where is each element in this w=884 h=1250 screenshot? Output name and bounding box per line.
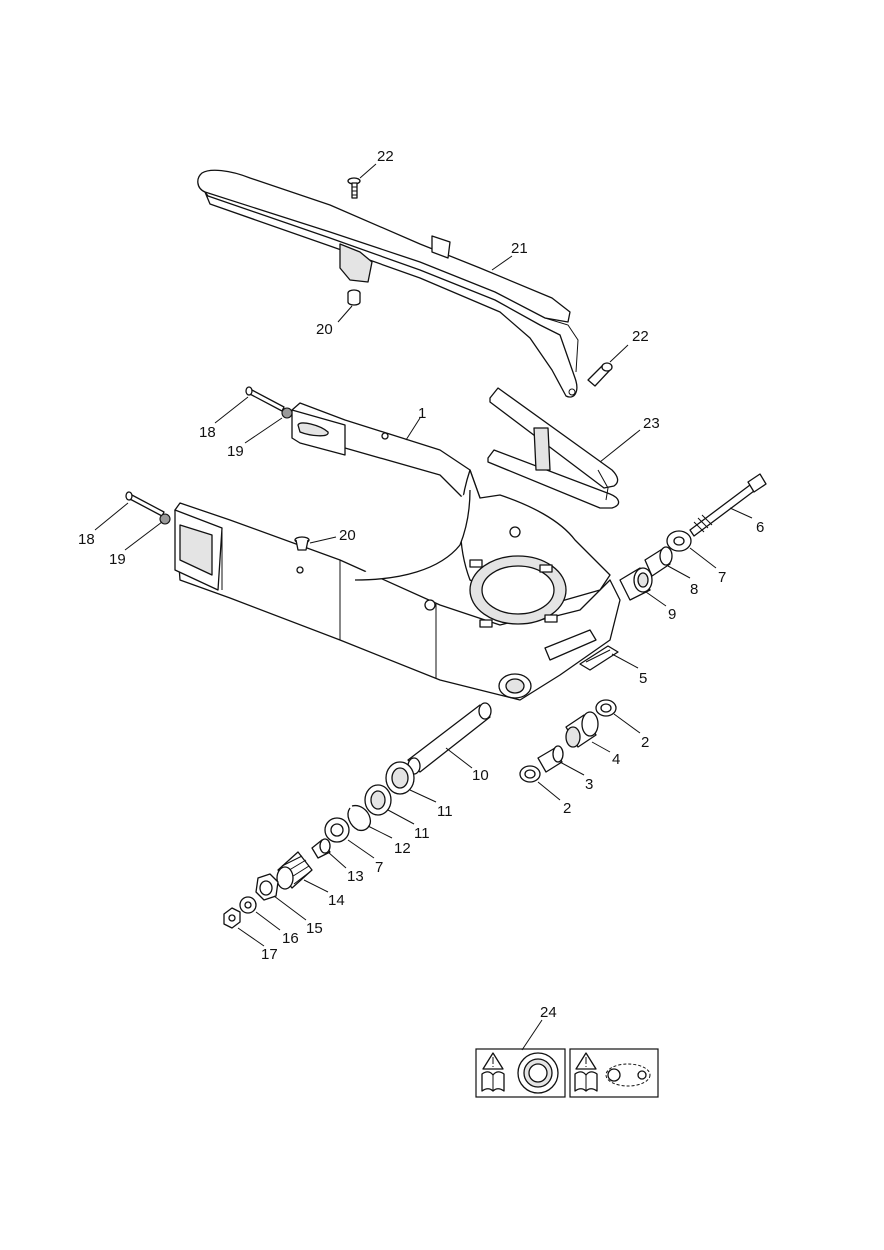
label-9: 9: [668, 606, 676, 623]
sleeve-part-3: [537, 745, 564, 773]
adjuster-part-14: [276, 851, 313, 890]
warning-label-part-24: [475, 1048, 659, 1098]
chain-icon: [605, 1063, 651, 1087]
label-3: 3: [585, 776, 593, 793]
adjuster-nut-part-19-lower: [159, 513, 171, 525]
seal-part-2-lower: [519, 765, 541, 783]
nut-part-17: [223, 907, 241, 929]
label-20b: 20: [339, 527, 356, 544]
label-14: 14: [328, 892, 345, 909]
label-18b: 18: [78, 531, 95, 548]
label-18a: 18: [199, 424, 216, 441]
bearing-part-11-a: [385, 761, 415, 795]
label-12: 12: [394, 840, 411, 857]
washer-part-16: [239, 896, 257, 914]
label-8: 8: [690, 581, 698, 598]
manual-book-icon: [574, 1071, 598, 1092]
bearing-part-4: [565, 711, 599, 748]
adjuster-bolt-part-18-lower: [125, 491, 165, 517]
warning-triangle-icon: [575, 1052, 597, 1070]
label-17: 17: [261, 946, 278, 963]
bearing-icon: [517, 1052, 559, 1094]
bush-part-9: [619, 567, 653, 601]
label-24: 24: [540, 1004, 557, 1021]
label-10: 10: [472, 767, 489, 784]
manual-book-icon: [481, 1071, 505, 1092]
label-22a: 22: [377, 148, 394, 165]
label-13: 13: [347, 868, 364, 885]
warning-triangle-icon: [482, 1052, 504, 1070]
adjuster-bolt-part-18-upper: [245, 386, 285, 412]
label-21: 21: [511, 240, 528, 257]
label-22b: 22: [632, 328, 649, 345]
circlip-part-12: [347, 804, 372, 832]
grommet-part-20-top: [347, 289, 361, 306]
bolt-part-22-top: [347, 177, 361, 199]
label-6: 6: [756, 519, 764, 536]
grommet-part-20-lower: [294, 536, 310, 551]
bearing-part-11-b: [364, 784, 392, 816]
label-11b: 11: [414, 825, 430, 842]
swing-arm-part: [174, 402, 621, 701]
label-19b: 19: [109, 551, 126, 568]
label-20a: 20: [316, 321, 333, 338]
label-2b: 2: [563, 800, 571, 817]
label-1: 1: [418, 405, 426, 422]
pad-part-5: [579, 645, 619, 671]
label-23: 23: [643, 415, 660, 432]
adjuster-nut-part-19-upper: [281, 407, 293, 419]
part-labels: 22 21 20 22 18 19 1 23 6 18 19 20 7 8 9 …: [78, 148, 764, 1021]
pivot-bolt-part-6: [689, 473, 767, 537]
spindle-part-10: [407, 702, 492, 775]
label-11a: 11: [437, 803, 453, 820]
sleeve-part-13: [311, 838, 331, 859]
label-2a: 2: [641, 734, 649, 751]
label-4: 4: [612, 751, 620, 768]
bolt-part-22-right: [587, 362, 613, 387]
label-7a: 7: [718, 569, 726, 586]
washer-part-7-upper: [666, 530, 692, 552]
washer-part-7-lower: [324, 817, 350, 843]
label-5: 5: [639, 670, 647, 687]
label-16: 16: [282, 930, 299, 947]
seal-part-2-upper: [595, 699, 617, 717]
label-15: 15: [306, 920, 323, 937]
label-19a: 19: [227, 443, 244, 460]
chain-slider-part: [487, 387, 620, 509]
leader-lines: [94, 163, 753, 1051]
chain-guard-part: [197, 169, 579, 398]
label-7b: 7: [375, 859, 383, 876]
spacer-part-8: [644, 546, 673, 577]
lock-nut-part-15: [255, 873, 279, 901]
